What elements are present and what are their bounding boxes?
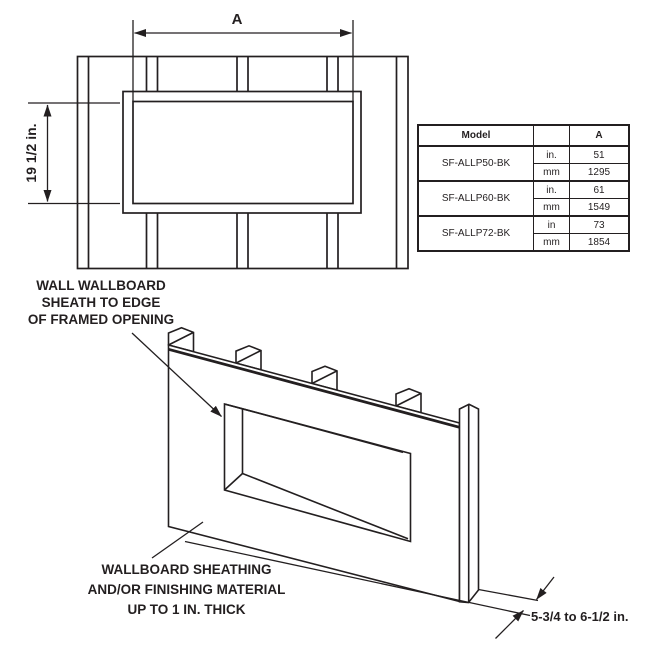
framing-note: WALL WALLBOARD SHEATH TO EDGE OF FRAMED … <box>3 277 199 328</box>
model-cell: SF-ALLP60-BK <box>417 180 534 217</box>
framed-opening <box>122 90 362 214</box>
iso-annotations <box>131 332 555 639</box>
table-header-row: Model A <box>417 124 630 147</box>
value-cell: 51 <box>569 145 630 164</box>
dim-width-A <box>132 20 354 102</box>
framing-note-line: WALL WALLBOARD <box>36 278 166 293</box>
depth-dim-arrow-upper <box>535 576 555 600</box>
header-model: Model <box>417 124 534 147</box>
opening-inner-top-edge <box>242 408 404 454</box>
depth-dim-label: 5-3/4 to 6-1/2 in. <box>531 609 629 624</box>
wall-studs-above-opening <box>145 56 339 92</box>
table-row: SF-ALLP72-BK in 73 <box>417 215 630 252</box>
depth-extension-line <box>478 588 539 602</box>
unit-cell: in. <box>533 180 570 199</box>
model-dimensions-table: Model A SF-ALLP50-BK in. 51 mm 1295 SF-A… <box>417 124 630 252</box>
wall-outline <box>76 55 409 270</box>
iso-top-edge-band <box>168 347 460 429</box>
sheathing-note-line: UP TO 1 IN. THICK <box>127 602 246 617</box>
iso-opening <box>223 402 412 543</box>
table-row: SF-ALLP60-BK in. 61 <box>417 180 630 217</box>
unit-cell: mm <box>533 163 570 182</box>
value-cell: 61 <box>569 180 630 199</box>
value-cell: 1854 <box>569 233 630 252</box>
wall-edge-studs <box>87 56 398 269</box>
header-dim-a: A <box>569 124 630 147</box>
header-unit <box>533 124 570 147</box>
unit-cell: in. <box>533 145 570 164</box>
framing-note-arrow <box>131 332 222 417</box>
opening-top-bevel <box>224 403 243 410</box>
value-cell: 1549 <box>569 198 630 217</box>
wall-studs-below-opening <box>145 213 339 269</box>
floor-line <box>184 540 531 617</box>
front-view <box>76 55 409 270</box>
table-row: SF-ALLP50-BK in. 51 <box>417 145 630 182</box>
opening-inner-bottom-edge <box>242 472 409 540</box>
framing-note-line: SHEATH TO EDGE <box>41 295 161 310</box>
unit-cell: mm <box>533 198 570 217</box>
opening-bottom-bevel <box>223 472 244 491</box>
dim-height <box>28 102 120 205</box>
value-cell: 73 <box>569 215 630 234</box>
depth-dim-arrow-lower <box>495 610 524 639</box>
framing-note-line: OF FRAMED OPENING <box>27 312 175 327</box>
sheathing-note-leader <box>151 521 204 559</box>
iso-studs <box>167 326 422 414</box>
sheathing-note: WALLBOARD SHEATHING AND/OR FINISHING MAT… <box>64 560 309 620</box>
unit-cell: in <box>533 215 570 234</box>
spec-table-container: Model A SF-ALLP50-BK in. 51 mm 1295 SF-A… <box>417 124 630 252</box>
model-cell: SF-ALLP72-BK <box>417 215 534 252</box>
value-cell: 1295 <box>569 163 630 182</box>
table-row: mm 1549 <box>418 198 630 217</box>
table-row: mm 1295 <box>418 163 630 182</box>
sheathing-note-line: WALLBOARD SHEATHING <box>101 562 272 577</box>
table-row: mm 1854 <box>418 233 630 252</box>
iso-end-stud <box>458 403 480 604</box>
model-cell: SF-ALLP50-BK <box>417 145 534 182</box>
unit-cell: mm <box>533 233 570 252</box>
dim-width-label: A <box>232 11 243 28</box>
dim-height-label: 19 1/2 in. <box>23 123 39 182</box>
sheathing-note-line: AND/OR FINISHING MATERIAL <box>87 582 286 597</box>
